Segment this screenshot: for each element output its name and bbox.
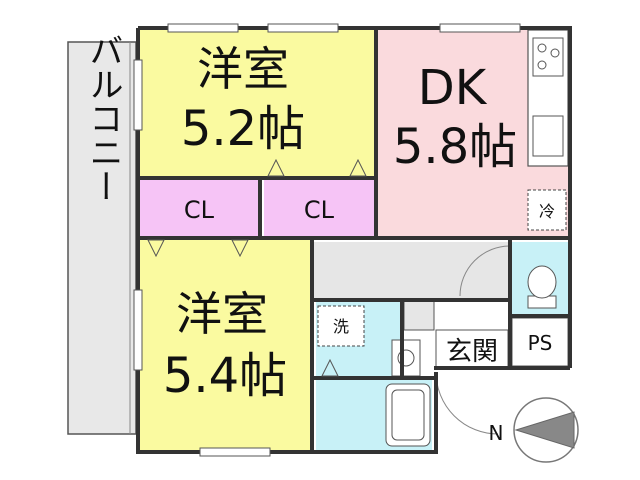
burner-2	[550, 48, 560, 58]
fridge-space	[527, 189, 567, 231]
western-room-top-size: 5.2帖	[181, 101, 305, 157]
compass-needle-icon	[514, 411, 575, 449]
western-room-bottom-size: 5.4帖	[163, 348, 287, 404]
windows	[133, 23, 521, 457]
western-room-top-name: 洋室	[197, 42, 289, 96]
balcony-label: バルコニー	[83, 33, 123, 203]
closet-right	[264, 180, 374, 236]
dk-size: 5.8帖	[393, 119, 517, 175]
closet-left-label: CL	[184, 196, 215, 224]
pipe-space-label: PS	[528, 331, 553, 355]
closet-left	[140, 180, 258, 236]
washer-mark: 洗	[333, 317, 349, 336]
entrance-shoe-box	[403, 299, 435, 331]
hall-door-swing	[459, 245, 511, 297]
western-room-bottom-name: 洋室	[176, 287, 268, 341]
dk-name: DK	[418, 60, 488, 116]
closet-right-label: CL	[304, 196, 335, 224]
entrance-label: 玄関	[446, 337, 498, 367]
hallway	[312, 242, 510, 298]
burner-1	[537, 43, 547, 53]
toilet-bowl	[527, 265, 557, 299]
door-markers	[147, 158, 367, 377]
sink	[532, 115, 564, 157]
compass-north-label: N	[489, 421, 504, 445]
western-room-top	[138, 28, 376, 176]
burner-3	[537, 60, 547, 70]
wash-basin	[391, 339, 421, 377]
bathtub	[385, 383, 431, 447]
fridge-mark: 冷	[539, 202, 555, 221]
western-room-bottom	[140, 240, 310, 450]
stove	[532, 37, 564, 77]
wash-basin-bowl	[397, 349, 415, 367]
washer-space	[317, 305, 365, 347]
pipe-space	[511, 317, 569, 367]
bathtub-inner	[391, 389, 425, 441]
balcony-area	[67, 41, 137, 435]
